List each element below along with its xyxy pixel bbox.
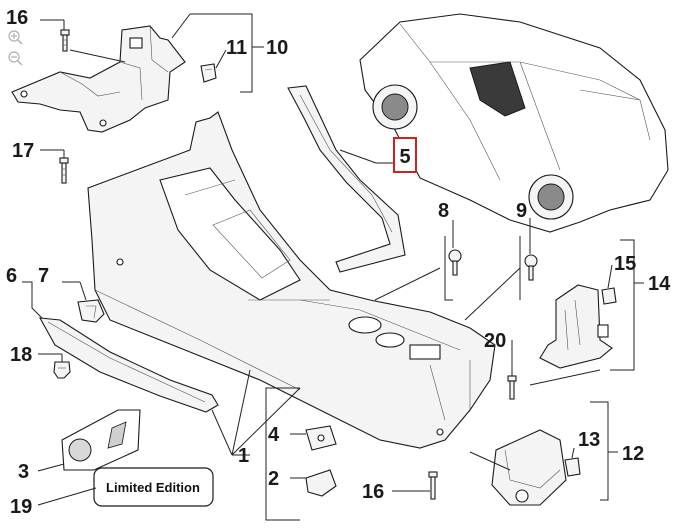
clip-11: [200, 63, 217, 83]
clip-13: [564, 457, 581, 477]
emblem-plate-3: [61, 409, 141, 471]
bracket-12: [491, 429, 567, 506]
leader-lines: [22, 13, 644, 521]
callout-16-bottom[interactable]: 16: [362, 481, 384, 503]
screw-20: [507, 375, 517, 400]
callout-6[interactable]: 6: [6, 265, 17, 287]
callout-10[interactable]: 10: [266, 37, 288, 59]
rear-bracket-drawing: [11, 25, 186, 133]
callout-12[interactable]: 12: [622, 443, 644, 465]
clip-2: [305, 469, 337, 497]
callout-5[interactable]: 5: [399, 146, 410, 168]
limited-edition-badge: Limited Edition: [93, 467, 214, 507]
callout-16-top[interactable]: 16: [6, 7, 28, 29]
callout-18[interactable]: 18: [10, 344, 32, 366]
callout-5-highlight[interactable]: 5: [393, 137, 417, 173]
zoom-out-icon[interactable]: [8, 51, 23, 66]
callout-4[interactable]: 4: [268, 424, 280, 446]
lower-trim-6: [39, 317, 219, 413]
badge-text: Limited Edition: [106, 480, 200, 495]
clip-15: [601, 287, 617, 305]
callout-17[interactable]: 17: [12, 140, 34, 162]
screw-8: [448, 249, 462, 276]
callout-14[interactable]: 14: [648, 273, 671, 295]
screw-17: [59, 157, 69, 184]
screw-9: [524, 254, 538, 281]
center-console-drawing: [87, 111, 496, 449]
screw-18: [53, 361, 71, 379]
callout-20[interactable]: 20: [484, 330, 506, 352]
zoom-in-icon[interactable]: [8, 30, 23, 45]
callout-13[interactable]: 13: [578, 429, 600, 451]
callout-15[interactable]: 15: [614, 253, 636, 275]
callout-9[interactable]: 9: [516, 200, 527, 222]
screw-16-top: [60, 29, 70, 52]
callout-11[interactable]: 11: [226, 37, 247, 59]
screw-16-bottom: [428, 471, 438, 500]
clip-7: [77, 299, 105, 323]
side-trim-5: [287, 85, 406, 273]
callout-19[interactable]: 19: [10, 496, 32, 518]
bracket-14: [539, 284, 613, 369]
callout-3[interactable]: 3: [18, 461, 29, 483]
callout-2[interactable]: 2: [268, 468, 279, 490]
clip-4: [305, 425, 337, 451]
callout-7[interactable]: 7: [38, 265, 49, 287]
car-drawing: [359, 13, 669, 233]
callout-1[interactable]: 1: [238, 445, 249, 467]
callout-8[interactable]: 8: [438, 200, 449, 222]
